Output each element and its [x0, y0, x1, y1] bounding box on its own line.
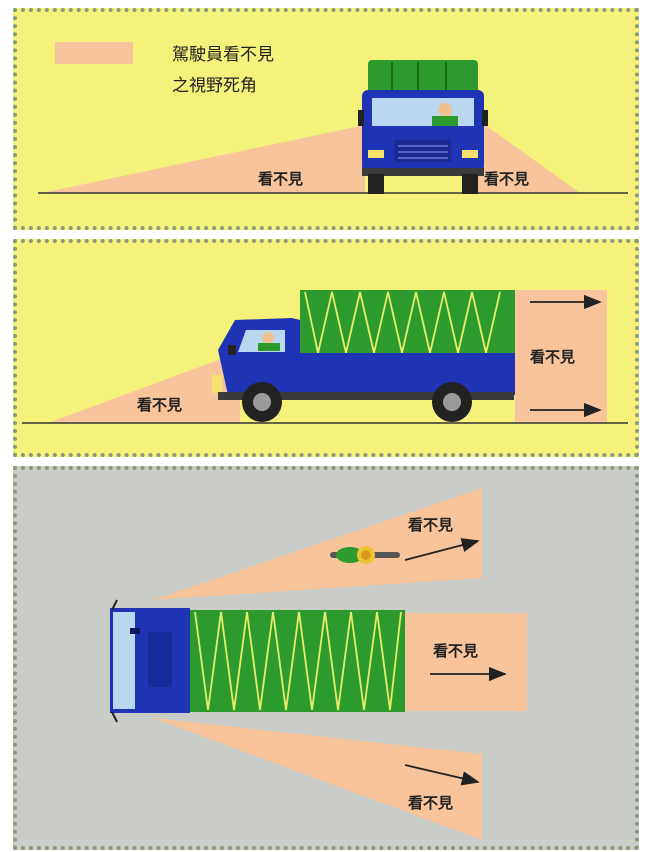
blind-zone-top-rear [405, 613, 527, 711]
motorcycle-rider-top [330, 546, 400, 564]
legend-line-2: 之視野死角 [172, 76, 257, 96]
arrow-top-lower [404, 764, 480, 786]
blind-zone-top-lower [153, 718, 482, 840]
truck-front-view [358, 60, 488, 194]
legend-line-1: 駕駛員看不見 [172, 45, 274, 65]
blind-zone-top-upper [153, 488, 482, 600]
label-front-right: 看不見 [484, 170, 529, 188]
label-top-rear: 看不見 [433, 642, 478, 660]
label-top-lower: 看不見 [408, 794, 453, 812]
label-front-left: 看不見 [258, 170, 303, 188]
truck-top-view [110, 599, 405, 723]
blind-zone-side-front [48, 352, 240, 423]
blind-zone-front-right [478, 120, 580, 193]
blind-zone-side-rear [515, 290, 607, 423]
blind-zone-front-left [42, 125, 365, 193]
legend-swatch [55, 42, 133, 64]
label-side-rear: 看不見 [530, 348, 575, 366]
label-top-upper: 看不見 [408, 516, 453, 534]
label-side-front: 看不見 [137, 396, 182, 414]
truck-side-view [212, 290, 515, 422]
arrow-top-upper [404, 538, 480, 561]
